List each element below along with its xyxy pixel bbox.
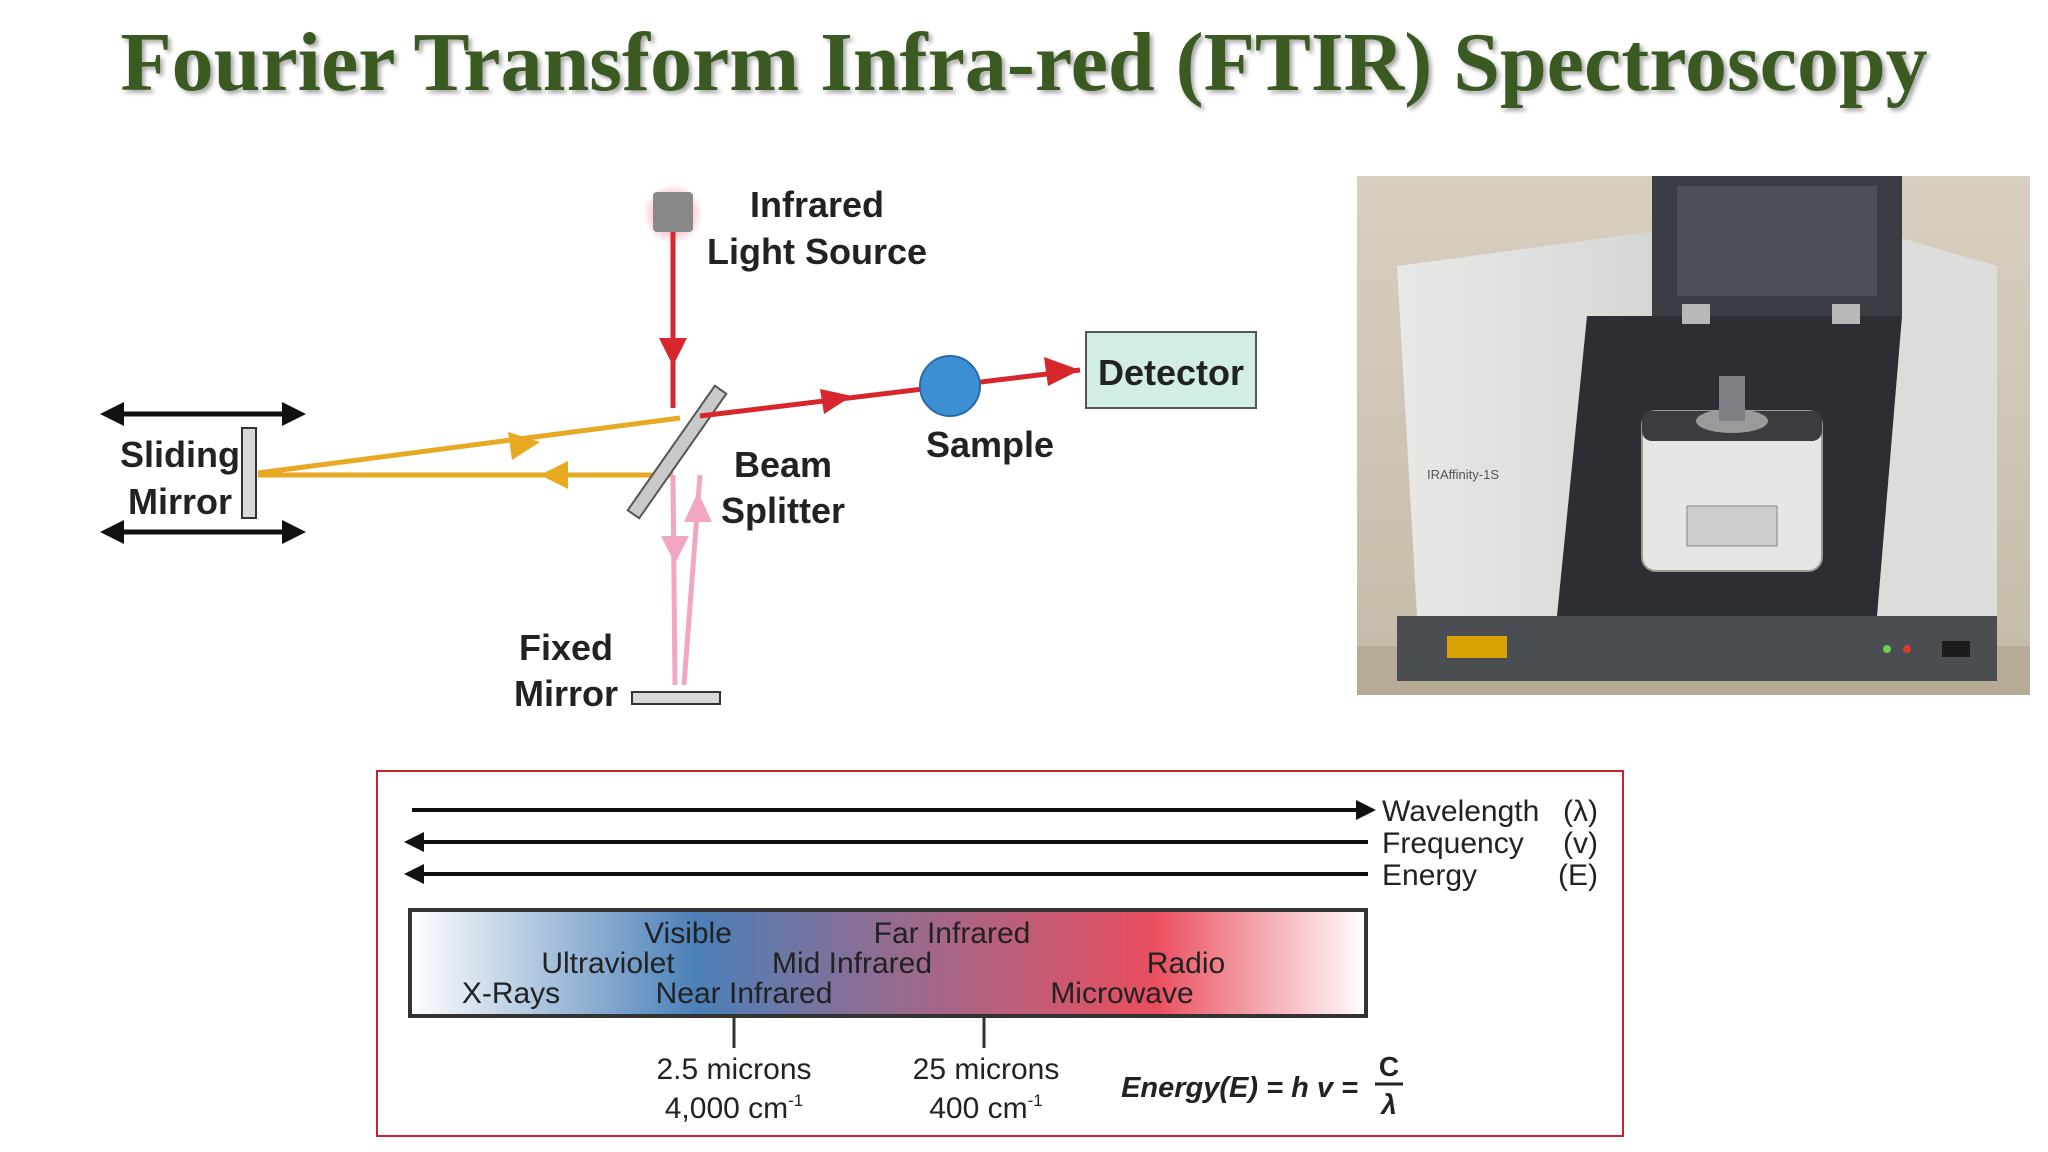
source-beam-arrow [659, 338, 687, 366]
equation-denominator: λ [1379, 1089, 1397, 1120]
spectrum-frame [376, 770, 1624, 1137]
frequency-arrowhead [404, 832, 424, 852]
axis-energy: Energy [1382, 859, 1477, 892]
wavelength-arrowhead [1356, 800, 1376, 820]
fixed-label-2: Mirror [514, 673, 618, 714]
axis-wavelength-symbol: (λ) [1563, 795, 1598, 828]
source-label-2: Light Source [707, 231, 927, 272]
source-label-line2: Light Source [707, 231, 927, 272]
marker-1-wavenumber: 4,000 cm-1 [665, 1091, 804, 1125]
fixed-mirror [631, 691, 721, 705]
region-visible: Visible [644, 917, 732, 950]
axis-wavelength: Wavelength [1382, 795, 1539, 828]
sliding-arrow-bottom-left [100, 520, 124, 544]
source-label: Infrared [750, 184, 884, 225]
sample-label: Sample [926, 424, 1054, 465]
power-led-red [1903, 645, 1911, 653]
spectrum-diagram: Wavelength (λ) Frequency (v) Energy (E) … [404, 795, 1598, 1125]
equation-numerator: C [1379, 1051, 1399, 1082]
region-radio: Radio [1147, 947, 1225, 980]
fixed-beam-up-arrow [684, 492, 712, 522]
fixed-beam-down [670, 474, 678, 686]
region-mid-infrared: Mid Infrared [772, 947, 932, 980]
marker-2-wavenumber: 400 cm-1 [929, 1091, 1043, 1125]
splitter-label-2: Splitter [721, 490, 845, 531]
splitter-label-1: Beam [734, 444, 832, 485]
beam-splitter [626, 384, 728, 520]
detector-box [1085, 331, 1257, 409]
power-led-green [1883, 645, 1891, 653]
marker-2-exp: -1 [1028, 1091, 1043, 1110]
sliding-label-1: Sliding [120, 434, 240, 475]
region-ultraviolet: Ultraviolet [541, 947, 675, 980]
detector-beam-arrow-1 [820, 389, 852, 414]
axis-frequency-symbol: (v) [1563, 827, 1598, 860]
marker-1-exp: -1 [788, 1091, 803, 1110]
sliding-mirror [241, 427, 257, 519]
marker-1-wavenumber-value: 4,000 cm [665, 1092, 788, 1125]
detector-beam-arrow-2 [1044, 357, 1080, 386]
spectrum-bar [408, 908, 1368, 1018]
sliding-label-2: Mirror [128, 481, 232, 522]
sliding-arrow-top-left [100, 402, 124, 426]
marker-2-wavelength: 25 microns [913, 1053, 1060, 1086]
instrument-photo: IRAffinity-1S [1357, 176, 2030, 695]
axis-frequency: Frequency [1382, 827, 1524, 860]
region-far-infrared: Far Infrared [874, 917, 1031, 950]
region-x-rays: X-Rays [462, 977, 560, 1010]
model-text: IRAffinity-1S [1427, 467, 1499, 482]
light-source-icon [653, 192, 693, 232]
fixed-label-1: Fixed [519, 627, 613, 668]
detector-beam [699, 367, 1081, 419]
marker-1-wavelength: 2.5 microns [656, 1053, 811, 1086]
marker-2-wavenumber-value: 400 cm [929, 1092, 1027, 1125]
region-microwave: Microwave [1050, 977, 1193, 1010]
detector-label: Detector [1098, 352, 1244, 393]
sliding-beam-out [257, 415, 681, 476]
sliding-beam-out-arrow [508, 432, 540, 460]
slide-title: Fourier Transform Infra-red (FTIR) Spect… [120, 16, 1928, 109]
sliding-beam-return-arrow [540, 461, 568, 489]
interferometer-diagram: Detector Infrared Light Source Sample Be… [100, 184, 1257, 714]
axis-energy-symbol: (E) [1558, 859, 1598, 892]
equation-lhs: Energy(E) = h v = [1121, 1072, 1358, 1104]
source-label-line1: Infrared [750, 184, 884, 225]
sample-icon [919, 355, 981, 417]
fixed-beam-down-arrow [661, 536, 689, 564]
energy-arrowhead [404, 864, 424, 884]
sliding-arrow-top-right [282, 402, 306, 426]
sliding-arrow-bottom-right [282, 520, 306, 544]
region-near-infrared: Near Infrared [656, 977, 833, 1010]
